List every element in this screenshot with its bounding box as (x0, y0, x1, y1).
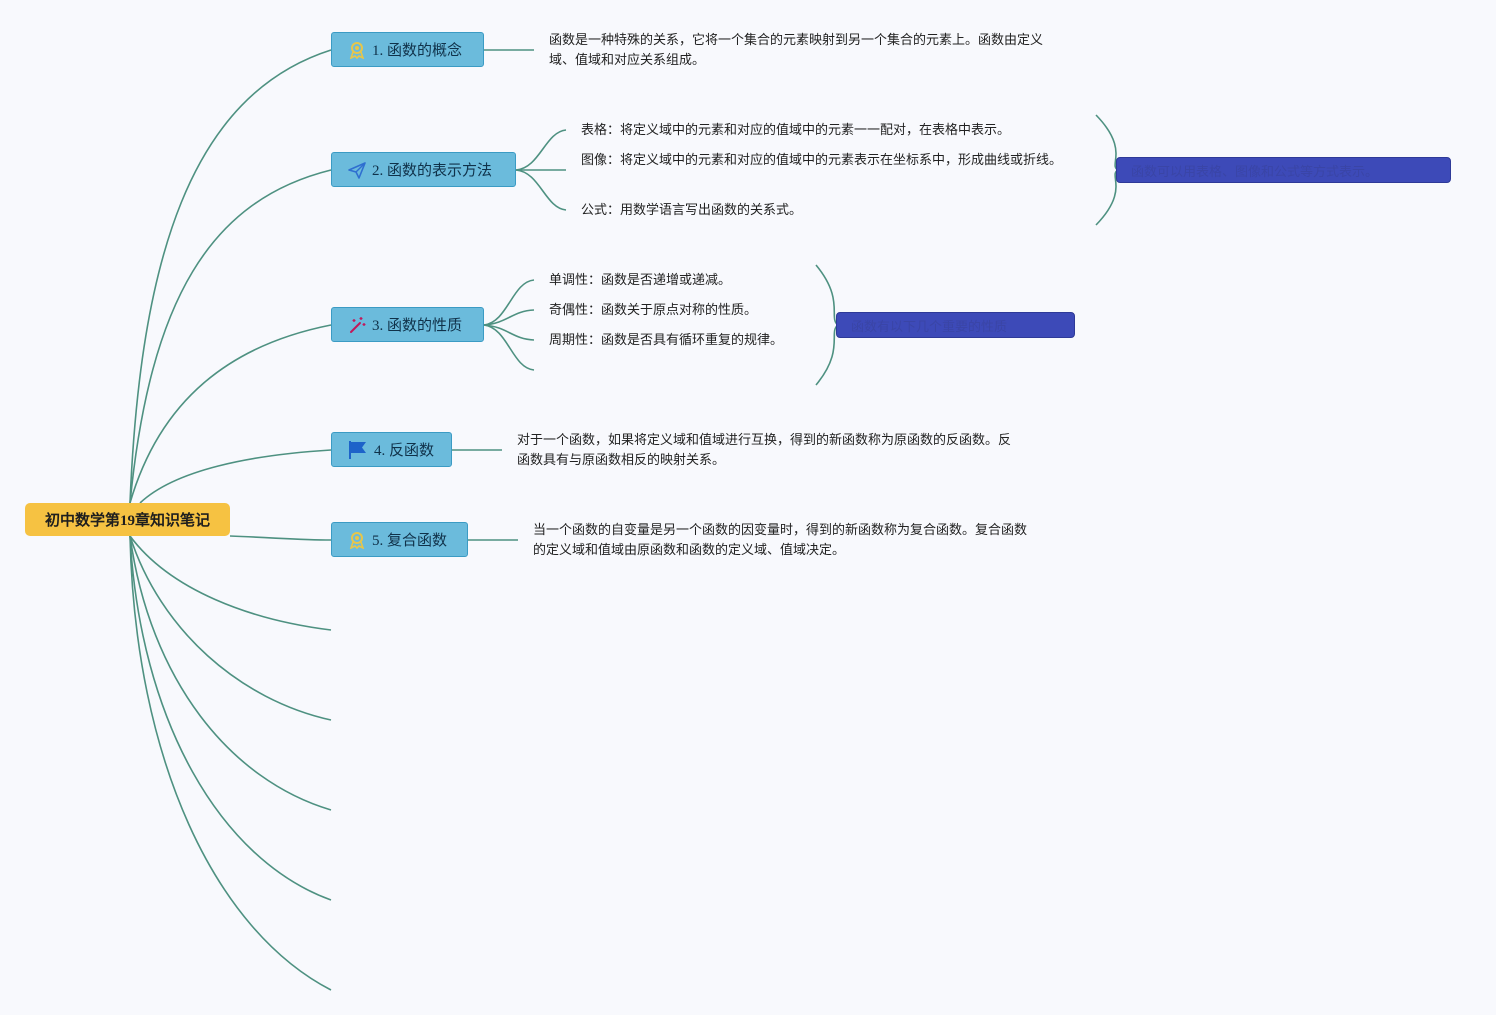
detail-composite-function[interactable]: 当一个函数的自变量是另一个函数的因变量时，得到的新函数称为复合函数。复合函数的定… (533, 523, 1028, 558)
edge-root-empty-4 (129, 535, 332, 901)
edge-root-topic-4 (139, 449, 332, 504)
topic-label: 5. 复合函数 (372, 533, 448, 549)
summary-representation[interactable]: 函数可以用表格、图像和公式等方式表示。 (1116, 157, 1451, 183)
magic-wand-icon (350, 316, 366, 333)
topic-label: 1. 函数的概念 (372, 43, 463, 59)
edge-topic3-mono (483, 279, 535, 326)
detail-property-parity[interactable]: 奇偶性：函数关于原点对称的性质。 (549, 303, 758, 318)
summary-properties[interactable]: 函数有以下几个重要的性质 (836, 312, 1075, 338)
flag-icon (349, 440, 366, 459)
edge-root-empty-3 (129, 535, 332, 811)
bracket-representation (1095, 114, 1120, 226)
topic-function-representation[interactable]: 2. 函数的表示方法 (331, 152, 516, 187)
topic-label: 3. 函数的性质 (372, 318, 463, 334)
edge-root-topic-3 (129, 324, 332, 504)
central-topic[interactable]: 初中数学第19章知识笔记 (25, 503, 230, 536)
topic-inverse-function[interactable]: 4. 反函数 (331, 432, 452, 467)
edge-topic2-formula (515, 169, 567, 211)
detail-inverse-function[interactable]: 对于一个函数，如果将定义域和值域进行互换，得到的新函数称为原函数的反函数。反函数… (517, 433, 1012, 468)
detail-representation-table[interactable]: 表格：将定义域中的元素和对应的值域中的元素一一配对，在表格中表示。 (581, 123, 1011, 138)
detail-property-periodicity[interactable]: 周期性：函数是否具有循环重复的规律。 (549, 333, 784, 348)
topic-composite-function[interactable]: 5. 复合函数 (331, 522, 468, 557)
edge-topic3-extra (483, 324, 535, 371)
edge-root-empty-1 (129, 535, 332, 631)
topic-label: 4. 反函数 (374, 443, 435, 459)
edge-root-empty-5 (129, 535, 332, 991)
paper-plane-icon (348, 161, 366, 179)
detail-property-monotonicity[interactable]: 单调性：函数是否递增或递减。 (549, 273, 732, 288)
edge-root-empty-2 (129, 535, 332, 721)
edge-root-topic-5 (229, 535, 332, 541)
edge-topic2-table (515, 129, 567, 171)
topic-label: 2. 函数的表示方法 (372, 163, 493, 179)
ribbon-badge-icon (349, 531, 365, 549)
topic-function-properties[interactable]: 3. 函数的性质 (331, 307, 484, 342)
detail-representation-formula[interactable]: 公式：用数学语言写出函数的关系式。 (581, 203, 803, 218)
ribbon-badge-icon (349, 41, 365, 59)
topic-function-concept[interactable]: 1. 函数的概念 (331, 32, 484, 67)
bracket-properties (815, 264, 840, 386)
detail-representation-image[interactable]: 图像：将定义域中的元素和对应的值域中的元素表示在坐标系中，形成曲线或折线。 (581, 153, 1063, 168)
edge-topic3-parity (483, 309, 535, 326)
detail-function-concept[interactable]: 函数是一种特殊的关系，它将一个集合的元素映射到另一个集合的元素上。函数由定义域、… (549, 33, 1044, 68)
edge-root-topic-1 (129, 49, 332, 504)
edge-root-topic-2 (129, 169, 332, 504)
